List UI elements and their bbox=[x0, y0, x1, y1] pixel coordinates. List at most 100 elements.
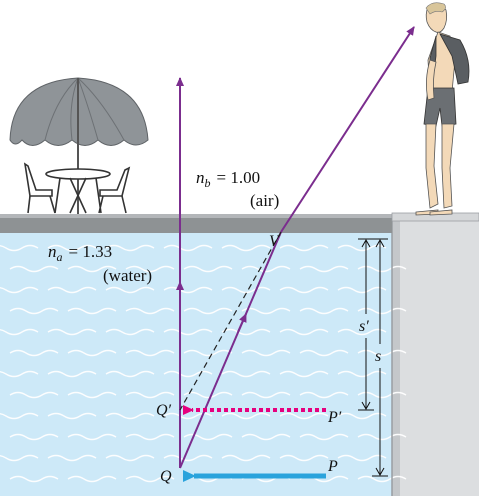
label-s: s bbox=[375, 348, 381, 365]
label-Q: Q bbox=[160, 468, 172, 485]
standing-person-icon bbox=[415, 2, 470, 216]
ray-in-water bbox=[179, 231, 282, 469]
ray-in-water-arrowhead bbox=[237, 313, 247, 333]
wave-stroke bbox=[221, 370, 271, 378]
wave-stroke bbox=[9, 391, 59, 399]
label-V: V bbox=[269, 233, 281, 250]
pool-deck bbox=[0, 214, 392, 233]
svg-text:na= 1.33: na= 1.33 bbox=[48, 242, 112, 264]
wave-stroke bbox=[67, 265, 117, 273]
wave-stroke bbox=[279, 286, 329, 294]
wave-stroke bbox=[0, 370, 39, 378]
wave-stroke bbox=[47, 328, 97, 336]
wave-stroke bbox=[47, 370, 97, 378]
wave-stroke bbox=[337, 328, 387, 336]
apparent-ray-dashed bbox=[179, 231, 282, 411]
wave-stroke bbox=[221, 328, 271, 336]
wave-stroke bbox=[9, 265, 59, 273]
wave-stroke bbox=[279, 328, 329, 336]
wave-stroke bbox=[337, 412, 387, 420]
wave-stroke bbox=[163, 244, 213, 252]
pool-water bbox=[0, 233, 392, 496]
wave-stroke bbox=[241, 265, 291, 273]
wave-stroke bbox=[241, 349, 291, 357]
label-water: (water) bbox=[103, 266, 152, 285]
wave-stroke bbox=[47, 244, 97, 252]
wave-stroke bbox=[279, 454, 329, 462]
wave-stroke bbox=[241, 307, 291, 315]
wave-stroke bbox=[125, 349, 175, 357]
wave-stroke bbox=[337, 370, 387, 378]
wave-stroke bbox=[105, 454, 155, 462]
wave-stroke bbox=[337, 454, 387, 462]
wave-stroke bbox=[183, 349, 233, 357]
wave-stroke bbox=[221, 412, 271, 420]
wave-stroke bbox=[9, 349, 59, 357]
patio-table-icon bbox=[45, 168, 111, 214]
wave-stroke bbox=[163, 370, 213, 378]
wave-stroke bbox=[241, 433, 291, 441]
pool-right-wall-shade bbox=[392, 221, 400, 496]
wave-stroke bbox=[9, 475, 59, 483]
wave-stroke bbox=[299, 265, 349, 273]
wave-stroke bbox=[221, 286, 271, 294]
wave-stroke bbox=[299, 307, 349, 315]
wave-stroke bbox=[67, 307, 117, 315]
wave-stroke bbox=[299, 433, 349, 441]
wave-stroke bbox=[125, 433, 175, 441]
wave-stroke bbox=[337, 244, 387, 252]
wave-stroke bbox=[67, 475, 117, 483]
wave-stroke bbox=[241, 391, 291, 399]
patio-umbrella-icon bbox=[9, 77, 149, 214]
wave-stroke bbox=[183, 307, 233, 315]
wave-stroke bbox=[125, 307, 175, 315]
wave-stroke bbox=[105, 286, 155, 294]
wave-stroke bbox=[183, 391, 233, 399]
wave-stroke bbox=[183, 265, 233, 273]
label-P-prime: P′ bbox=[327, 409, 342, 426]
patio-chair-icon bbox=[23, 162, 131, 214]
wave-stroke bbox=[163, 454, 213, 462]
wave-stroke bbox=[9, 307, 59, 315]
ray-in-air bbox=[280, 26, 415, 233]
wave-stroke bbox=[105, 328, 155, 336]
pool-right-wall bbox=[392, 221, 479, 496]
wave-stroke bbox=[279, 244, 329, 252]
label-n-a: na= 1.33 (water) bbox=[48, 242, 152, 285]
dimension-s-prime bbox=[358, 238, 374, 411]
wave-stroke bbox=[67, 349, 117, 357]
wave-stroke bbox=[105, 370, 155, 378]
wave-stroke bbox=[279, 370, 329, 378]
label-air: (air) bbox=[250, 191, 279, 210]
wave-stroke bbox=[67, 433, 117, 441]
wave-stroke bbox=[337, 286, 387, 294]
label-Q-prime: Q′ bbox=[156, 402, 172, 419]
wave-stroke bbox=[67, 391, 117, 399]
wave-stroke bbox=[183, 433, 233, 441]
wave-stroke bbox=[221, 244, 271, 252]
wave-stroke bbox=[47, 454, 97, 462]
water-waves bbox=[0, 244, 407, 483]
wave-stroke bbox=[0, 412, 39, 420]
wave-stroke bbox=[0, 286, 39, 294]
wave-stroke bbox=[125, 391, 175, 399]
wave-stroke bbox=[221, 454, 271, 462]
wave-stroke bbox=[47, 412, 97, 420]
label-s-prime: s′ bbox=[359, 318, 369, 335]
wave-stroke bbox=[105, 412, 155, 420]
label-P: P bbox=[327, 458, 338, 475]
wave-stroke bbox=[299, 391, 349, 399]
wave-stroke bbox=[47, 286, 97, 294]
wave-stroke bbox=[125, 265, 175, 273]
wave-stroke bbox=[163, 328, 213, 336]
wave-stroke bbox=[279, 412, 329, 420]
wave-stroke bbox=[0, 454, 39, 462]
label-n-b: nb= 1.00 (air) bbox=[196, 168, 279, 210]
wave-stroke bbox=[357, 475, 407, 483]
wave-stroke bbox=[9, 433, 59, 441]
pool-deck-top bbox=[0, 214, 392, 218]
wave-stroke bbox=[0, 244, 39, 252]
wave-stroke bbox=[0, 328, 39, 336]
wave-stroke bbox=[125, 475, 175, 483]
